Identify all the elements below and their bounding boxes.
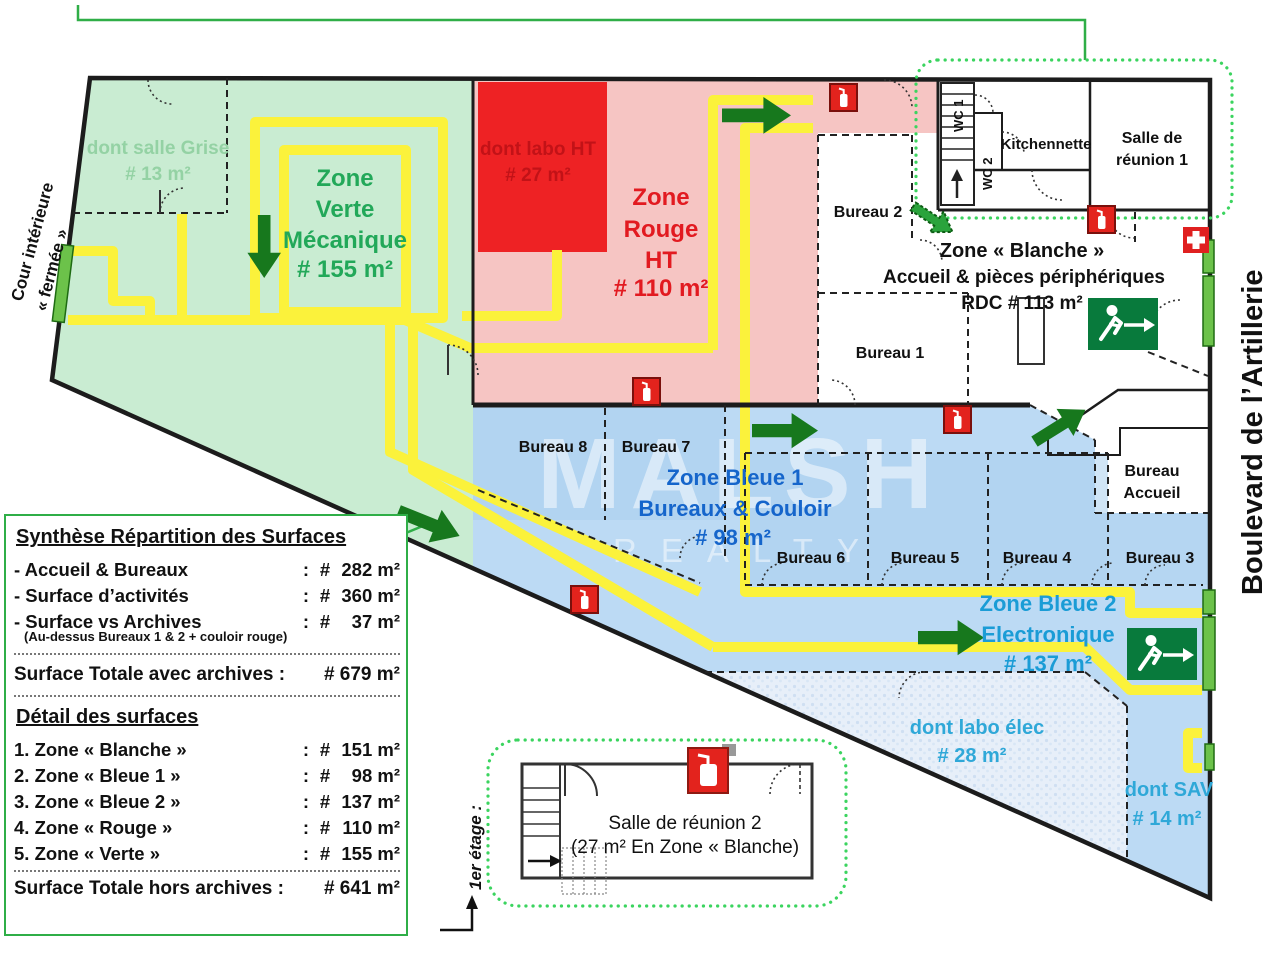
bureau-8-label: Bureau 8 [519,439,588,456]
salle-grise-label-2: # 13 m² [125,164,190,185]
bureau-accueil-label-2: Accueil [1124,485,1181,502]
synthese-row: - Surface vs Archives : # 37 m² [14,611,400,632]
watermark-line1: MALSH [537,418,943,530]
labo-elec-label-1: dont labo élec [910,717,1044,739]
inset-room [520,744,814,895]
exit-sign [1125,626,1199,682]
synthese-row: - Accueil & Bureaux : # 282 m² [14,559,400,580]
zone-bleue2-label-3: # 137 m² [1004,651,1092,676]
zone-rouge-label-4: # 110 m² [614,275,709,302]
kitchennette-label: Kitchennette [1001,136,1092,153]
panel-title-detail: Détail des surfaces [16,706,199,728]
fire-extinguisher-icon [943,405,972,434]
detail-row: 2. Zone « Bleue 1 » : # 98 m² [14,765,400,786]
bureau-row-shade [745,453,1108,585]
labo-ht-label-2: # 27 m² [505,165,570,186]
zone-rouge-label-3: HT [645,247,677,274]
detail-row: 5. Zone « Verte » : # 155 m² [14,843,400,864]
inset-extinguisher-sign [687,744,736,794]
synthese-note: (Au-dessus Bureaux 1 & 2 + couloir rouge… [24,629,288,644]
total-with-archives: Surface Totale avec archives : # 679 m² [14,664,400,685]
zone-blanche-label-1: Zone « Blanche » [940,240,1105,262]
first-aid-icon [1183,227,1209,253]
bureau-1-label: Bureau 1 [856,345,925,362]
zone-bleue1-label-1: Zone Bleue 1 [667,465,804,490]
divider [14,653,400,655]
watermark-line2: REALTY [613,532,883,569]
inset-subtitle: (27 m² En Zone « Blanche) [571,837,799,858]
total-without-archives: Surface Totale hors archives : # 641 m² [14,878,400,899]
zone-bleue2-label-2: Electronique [981,622,1114,647]
bureau-5-label: Bureau 5 [891,550,960,567]
fire-extinguisher-icon [1087,205,1116,234]
panel-title-synthese: Synthèse Répartition des Surfaces [16,526,347,548]
interior-walls [471,78,1208,456]
divider [14,870,400,872]
zone-verte-label-4: # 155 m² [297,256,393,283]
divider [14,695,400,697]
bureau-8-7-room-shade [473,408,725,520]
exit-sign [1086,296,1160,352]
evacuation-path-yellow [68,95,1202,773]
labo-elec-label-2: # 28 m² [938,745,1007,767]
zone-blanche-label-3: RDC # 113 m² [961,293,1082,314]
fire-extinguisher-icon [632,377,661,406]
dashed-partitions [73,78,1209,860]
wc1-label: WC 1 [951,100,966,133]
detail-row: 1. Zone « Blanche » : # 151 m² [14,739,400,760]
bureau-6-label: Bureau 6 [777,550,846,567]
bureau-3-shade [1108,513,1208,585]
door-leaf-lines [159,190,449,375]
salle-reunion1-label-2: réunion 1 [1116,152,1188,169]
first-floor-pointer [440,895,478,932]
zone-blanche-dotted-box [914,58,1234,220]
zone-verte-label-3: Mécanique [283,227,407,254]
bureau-3-label: Bureau 3 [1126,550,1195,567]
stairs-ground-floor [940,82,975,206]
fire-extinguisher-icon [829,83,858,112]
inset-dotted-box [486,738,848,908]
fire-extinguisher-icon [570,585,599,614]
detail-row: 4. Zone « Rouge » : # 110 m² [14,817,400,838]
zone-verte-label-1: Zone [316,165,373,192]
boulevard-label: Boulevard de l’Artillerie [1237,269,1269,595]
zone-bleue1-label-2: Bureaux & Couloir [638,496,832,521]
green-door-bars [51,239,1216,771]
salle-grise-label-1: dont salle Grise [87,138,230,159]
zone-bleue1-label-3: # 98 m² [695,525,771,550]
first-floor-label: 1er étage : [466,805,485,890]
surface-summary-panel: Synthèse Répartition des Surfaces - Accu… [4,514,408,936]
elevator-box [1017,297,1045,365]
bureau-accueil-label-1: Bureau [1124,463,1179,480]
labo-ht-label-1: dont labo HT [480,139,596,160]
inset-title: Salle de réunion 2 [608,813,761,834]
zone-rouge-label-1: Zone [632,184,689,211]
floor-link-line [76,5,1087,60]
wc2-label: WC 2 [980,158,995,191]
zone-rouge-label-2: Rouge [624,216,699,243]
detail-row: 3. Zone « Bleue 2 » : # 137 m² [14,791,400,812]
labo-ht-area [478,82,607,252]
sav-label-1: dont SAV [1125,779,1214,801]
bureau-4-label: Bureau 4 [1003,550,1072,567]
synthese-row: - Surface d’activités : # 360 m² [14,585,400,606]
zone-bleue2-label-1: Zone Bleue 2 [980,591,1117,616]
zone-verte-label-2: Verte [316,196,375,223]
zone-blanche-label-2: Accueil & pièces périphériques [883,267,1165,288]
sav-label-2: # 14 m² [1133,808,1202,830]
bureau-2-label: Bureau 2 [834,204,903,221]
bureau-7-label: Bureau 7 [622,439,691,456]
salle-reunion1-label-1: Salle de [1122,130,1183,147]
